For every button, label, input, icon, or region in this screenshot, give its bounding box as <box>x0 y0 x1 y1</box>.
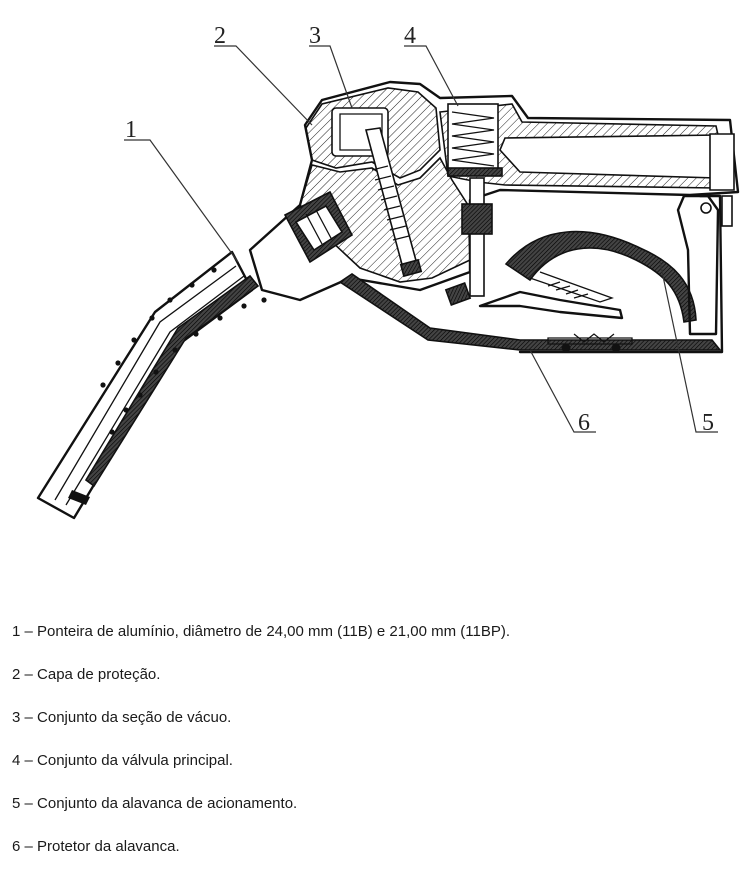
nozzle-body <box>248 80 740 302</box>
lever-guard <box>338 194 724 354</box>
legend-item-2: 2 – Capa de proteção. <box>12 666 161 683</box>
legend-item-3: 3 – Conjunto da seção de vácuo. <box>12 709 232 726</box>
parts-legend: 1 – Ponteira de alumínio, diâmetro de 24… <box>12 622 742 880</box>
trigger-lever <box>444 194 733 336</box>
callout-leaders <box>124 45 718 433</box>
spout <box>36 250 267 520</box>
leader-3 <box>309 45 353 109</box>
leader-1 <box>124 139 239 263</box>
legend-item-1: 1 – Ponteira de alumínio, diâmetro de 24… <box>12 623 511 640</box>
legend-item-6: 6 – Protetor da alavanca. <box>12 838 180 855</box>
leader-2 <box>214 45 313 126</box>
leader-5 <box>659 261 718 433</box>
legend-item-4: 4 – Conjunto da válvula principal. <box>12 752 233 769</box>
callout-5: 5 <box>702 410 714 436</box>
callout-2: 2 <box>214 23 226 49</box>
callout-4: 4 <box>404 23 416 49</box>
leader-4 <box>404 45 459 107</box>
callout-1: 1 <box>125 117 137 143</box>
callout-3: 3 <box>309 23 321 49</box>
legend-item-5: 5 – Conjunto da alavanca de acionamento. <box>12 795 298 812</box>
callout-6: 6 <box>578 410 590 436</box>
leader-6 <box>529 349 596 433</box>
fuel-nozzle-diagram: 1 2 3 4 5 6 <box>36 23 740 520</box>
